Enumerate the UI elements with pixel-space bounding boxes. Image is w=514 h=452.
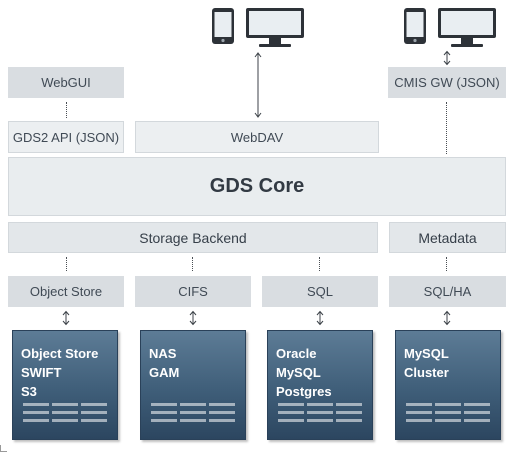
server-slots-icon: [278, 403, 362, 431]
cmis-client-connector: [443, 50, 451, 66]
store-line: Object Store: [21, 346, 99, 361]
webgui-api-connector: [66, 102, 67, 118]
store-line: MySQL: [276, 365, 321, 380]
phone-icon: [211, 7, 235, 50]
gds-core-box: GDS Core: [8, 157, 506, 216]
metadata-box: Metadata: [389, 222, 506, 253]
adapter-cifs: CIFS: [135, 276, 251, 307]
arrow-sql: [316, 310, 324, 326]
store-line: NAS: [149, 346, 177, 361]
server-slots-icon: [151, 403, 235, 431]
store-line: MySQL: [404, 346, 449, 361]
store-line: Postgres: [276, 384, 332, 399]
storage-server-nas: NAS GAM: [140, 330, 246, 440]
server-slots-icon: [406, 403, 490, 431]
metadata-sqlha-connector: [446, 257, 447, 271]
phone-icon: [403, 7, 427, 50]
backend-sql-connector: [319, 257, 320, 271]
cmis-core-connector: [446, 102, 447, 154]
storage-server-sql: Oracle MySQL Postgres: [267, 330, 373, 440]
monitor-icon: [245, 7, 305, 54]
backend-objectstore-connector: [66, 257, 67, 271]
store-line: Cluster: [404, 365, 449, 380]
webgui-box: WebGUI: [8, 67, 124, 98]
adapter-object-store: Object Store: [8, 276, 124, 307]
gds2-api-box: GDS2 API (JSON): [8, 121, 124, 153]
store-line: S3: [21, 384, 37, 399]
arrow-cifs: [189, 310, 197, 326]
webdav-box: WebDAV: [135, 121, 379, 153]
storage-server-mysql-cluster: MySQL Cluster: [395, 330, 501, 440]
arrow-objectstore: [62, 310, 70, 326]
server-slots-icon: [23, 403, 107, 431]
store-line: Oracle: [276, 346, 317, 361]
arrow-sql-ha: [443, 310, 451, 326]
store-line: GAM: [149, 365, 180, 380]
adapter-sql-ha: SQL/HA: [389, 276, 506, 307]
store-line: SWIFT: [21, 365, 62, 380]
storage-server-object-store: Object Store SWIFT S3: [12, 330, 118, 440]
cmis-gateway-box: CMIS GW (JSON): [388, 67, 506, 98]
adapter-sql: SQL: [262, 276, 378, 307]
webdav-client-connector: [254, 52, 262, 118]
storage-backend-box: Storage Backend: [8, 222, 378, 253]
monitor-icon: [437, 7, 497, 54]
backend-cifs-connector: [192, 257, 193, 271]
